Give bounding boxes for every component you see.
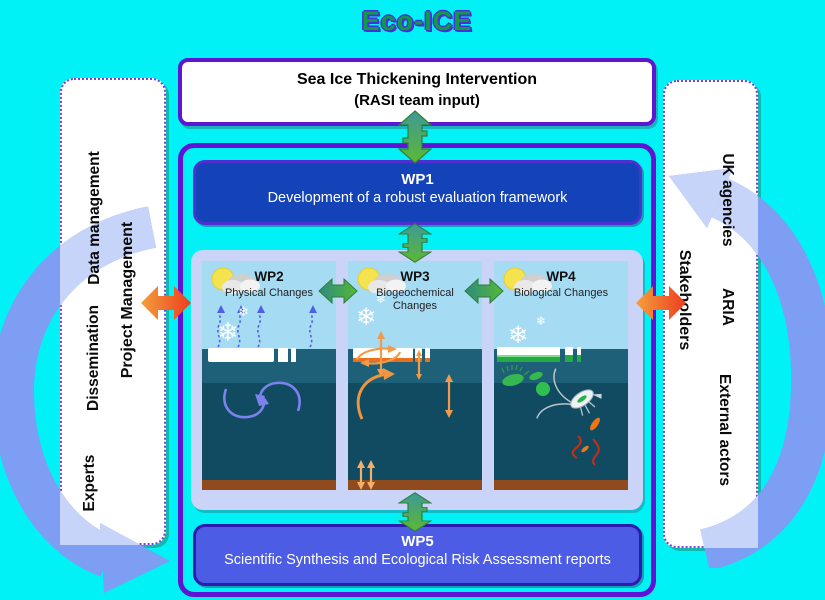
ocean-gyre-arrows-icon xyxy=(223,381,301,419)
double-arrow-wp1-panels-icon xyxy=(398,223,432,263)
wp3-panel: ❄ ❄ WP3 xyxy=(348,261,482,490)
worm-icons xyxy=(571,435,600,466)
project-management-sidebar xyxy=(60,78,166,545)
wp4-illustration: ❄ ❄ xyxy=(494,261,628,490)
ocean-upwelling-arrow-icon xyxy=(356,372,389,420)
wp4-panel: ❄ ❄ xyxy=(494,261,628,490)
intervention-title: Sea Ice Thickening Intervention xyxy=(296,71,538,88)
double-arrow-wp3-wp4-icon xyxy=(464,277,504,305)
wp2-panel: ❄ ❄ WP2 Physical Changes xyxy=(202,261,336,490)
double-arrow-stakeholders-icon xyxy=(636,286,686,320)
amphipod-icon xyxy=(536,368,602,419)
sidebar-label-uk-agencies: UK agencies xyxy=(719,153,736,247)
sun-cloud-icon xyxy=(357,267,406,294)
ocean-gyre-arrowheads xyxy=(255,394,269,406)
snowflake-icon: ❄ xyxy=(536,314,546,328)
stakeholders-sidebar xyxy=(663,80,758,548)
plankton-icons xyxy=(501,364,550,396)
right-cycle-arrow-icon xyxy=(669,168,825,568)
sun-cloud-icon xyxy=(211,267,260,294)
sun-cloud-icon xyxy=(503,267,552,294)
heat-flux-arrows-icon xyxy=(217,309,314,348)
wp3-illustration: ❄ ❄ xyxy=(348,261,482,490)
krill-icons xyxy=(581,417,600,453)
sidebar-label-project-management: Project Management xyxy=(119,221,136,379)
wp1-description: Development of a robust evaluation frame… xyxy=(267,190,568,206)
wp5-description: Scientific Synthesis and Ecological Risk… xyxy=(224,552,611,568)
double-arrow-panels-wp5-icon xyxy=(398,492,432,532)
sidebar-label-external-actors: External actors xyxy=(716,374,733,486)
wp5-box: WP5 Scientific Synthesis and Ecological … xyxy=(193,524,642,586)
double-arrow-project-management-icon xyxy=(141,286,191,320)
double-arrow-intervention-wp1-icon xyxy=(398,110,432,164)
wp3-subtitle: Biogeochemical Changes xyxy=(376,287,454,312)
sidebar-label-dissemination: Dissemination xyxy=(85,305,102,411)
seabed-exchange-arrows-icon xyxy=(359,465,373,485)
snowflake-icon: ❄ xyxy=(508,321,528,349)
wp1-label: WP1 xyxy=(401,171,434,188)
sidebar-label-aria: ARIA xyxy=(719,288,736,326)
page-title: Eco-ICE xyxy=(361,6,473,36)
sidebar-label-experts: Experts xyxy=(81,454,98,512)
wp2-subtitle: Physical Changes xyxy=(224,287,314,299)
intervention-subtitle: (RASI team input) xyxy=(354,92,480,109)
wp5-label: WP5 xyxy=(401,533,434,550)
heat-flux-arrowheads xyxy=(217,305,317,313)
seabed-exchange-arrowheads xyxy=(357,460,375,490)
ice-circulation-arrowheads xyxy=(360,331,453,418)
snowflake-icon: ❄ xyxy=(376,292,386,306)
ocean-upwelling-arrowhead xyxy=(383,368,395,380)
wp1-box: WP1 Development of a robust evaluation f… xyxy=(193,160,642,225)
wp4-subtitle: Biological Changes xyxy=(513,287,609,299)
wp3-label: WP3 xyxy=(400,269,430,284)
left-cycle-arrow-icon xyxy=(0,206,170,593)
wp2-illustration: ❄ ❄ xyxy=(202,261,336,490)
double-arrow-wp2-wp3-icon xyxy=(318,277,358,305)
snowflake-icon: ❄ xyxy=(238,305,249,320)
wp4-label: WP4 xyxy=(546,269,576,284)
snowflake-icon: ❄ xyxy=(217,318,239,348)
wp2-label: WP2 xyxy=(254,269,284,284)
snowflake-icon: ❄ xyxy=(356,303,376,331)
